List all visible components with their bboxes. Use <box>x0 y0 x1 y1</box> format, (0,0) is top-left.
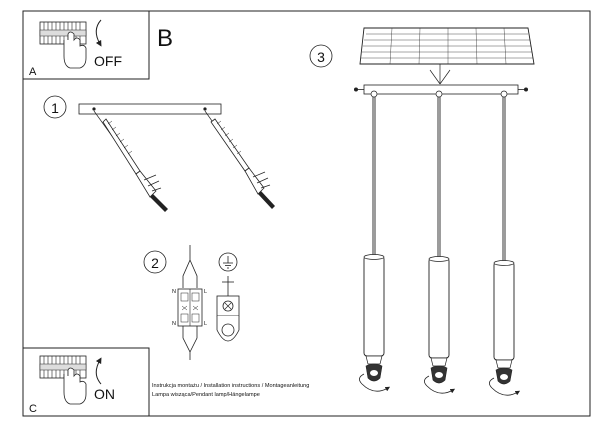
hand-icon <box>63 31 87 69</box>
ground-terminal <box>216 276 240 342</box>
pendant-lamp-right <box>489 97 521 396</box>
hand-icon <box>63 367 87 405</box>
step-2: 2 N L N L <box>143 245 240 360</box>
step-3-number: 3 <box>317 49 325 65</box>
panel-c-letter: C <box>29 403 37 415</box>
terminal-l-bottom: L <box>204 321 207 327</box>
panel-c: C ON <box>22 347 150 417</box>
step-2-number: 2 <box>151 255 159 271</box>
terminal-block <box>177 288 203 327</box>
step-3: 3 <box>309 27 535 396</box>
screw-and-dowel-right <box>204 110 275 209</box>
mounting-bar <box>78 103 222 115</box>
step-1-number: 1 <box>51 100 59 116</box>
on-label: ON <box>94 386 115 402</box>
footer-instructions-title: Instrukcja montażu / Installation instru… <box>152 383 310 389</box>
step-2-circle <box>143 250 167 274</box>
supply-wires <box>182 245 198 360</box>
panel-a: A OFF <box>22 10 150 80</box>
pendant-lamp-center <box>424 97 456 394</box>
pendant-lamp-left <box>359 97 391 392</box>
fuse-box-icon <box>39 355 87 379</box>
footer-product-name: Lampa wisząca/Pendant lamp/Hängelampe <box>152 392 260 398</box>
ground-symbol-icon <box>218 252 238 272</box>
rotate-arrow-icon <box>361 383 391 392</box>
terminal-n-top: N <box>172 289 176 295</box>
panel-a-letter: A <box>29 66 37 78</box>
step-1: 1 <box>43 95 275 212</box>
sheet-border <box>22 10 591 417</box>
screw-and-dowel-left <box>93 110 168 212</box>
terminal-l-top: L <box>204 289 207 295</box>
terminal-n-bottom: N <box>172 321 176 327</box>
panel-a-frame <box>22 10 150 80</box>
ceiling-plate <box>359 27 535 65</box>
step-1-circle <box>43 95 67 119</box>
step-3-circle <box>309 44 333 68</box>
canopy-rail <box>354 84 528 98</box>
panel-b-letter: B <box>157 25 173 52</box>
rotate-arrow-icon <box>95 357 102 385</box>
rotate-arrow-icon <box>95 19 102 47</box>
rotate-arrow-icon <box>491 387 521 396</box>
off-label: OFF <box>94 53 122 69</box>
rotate-arrow-icon <box>426 385 456 394</box>
